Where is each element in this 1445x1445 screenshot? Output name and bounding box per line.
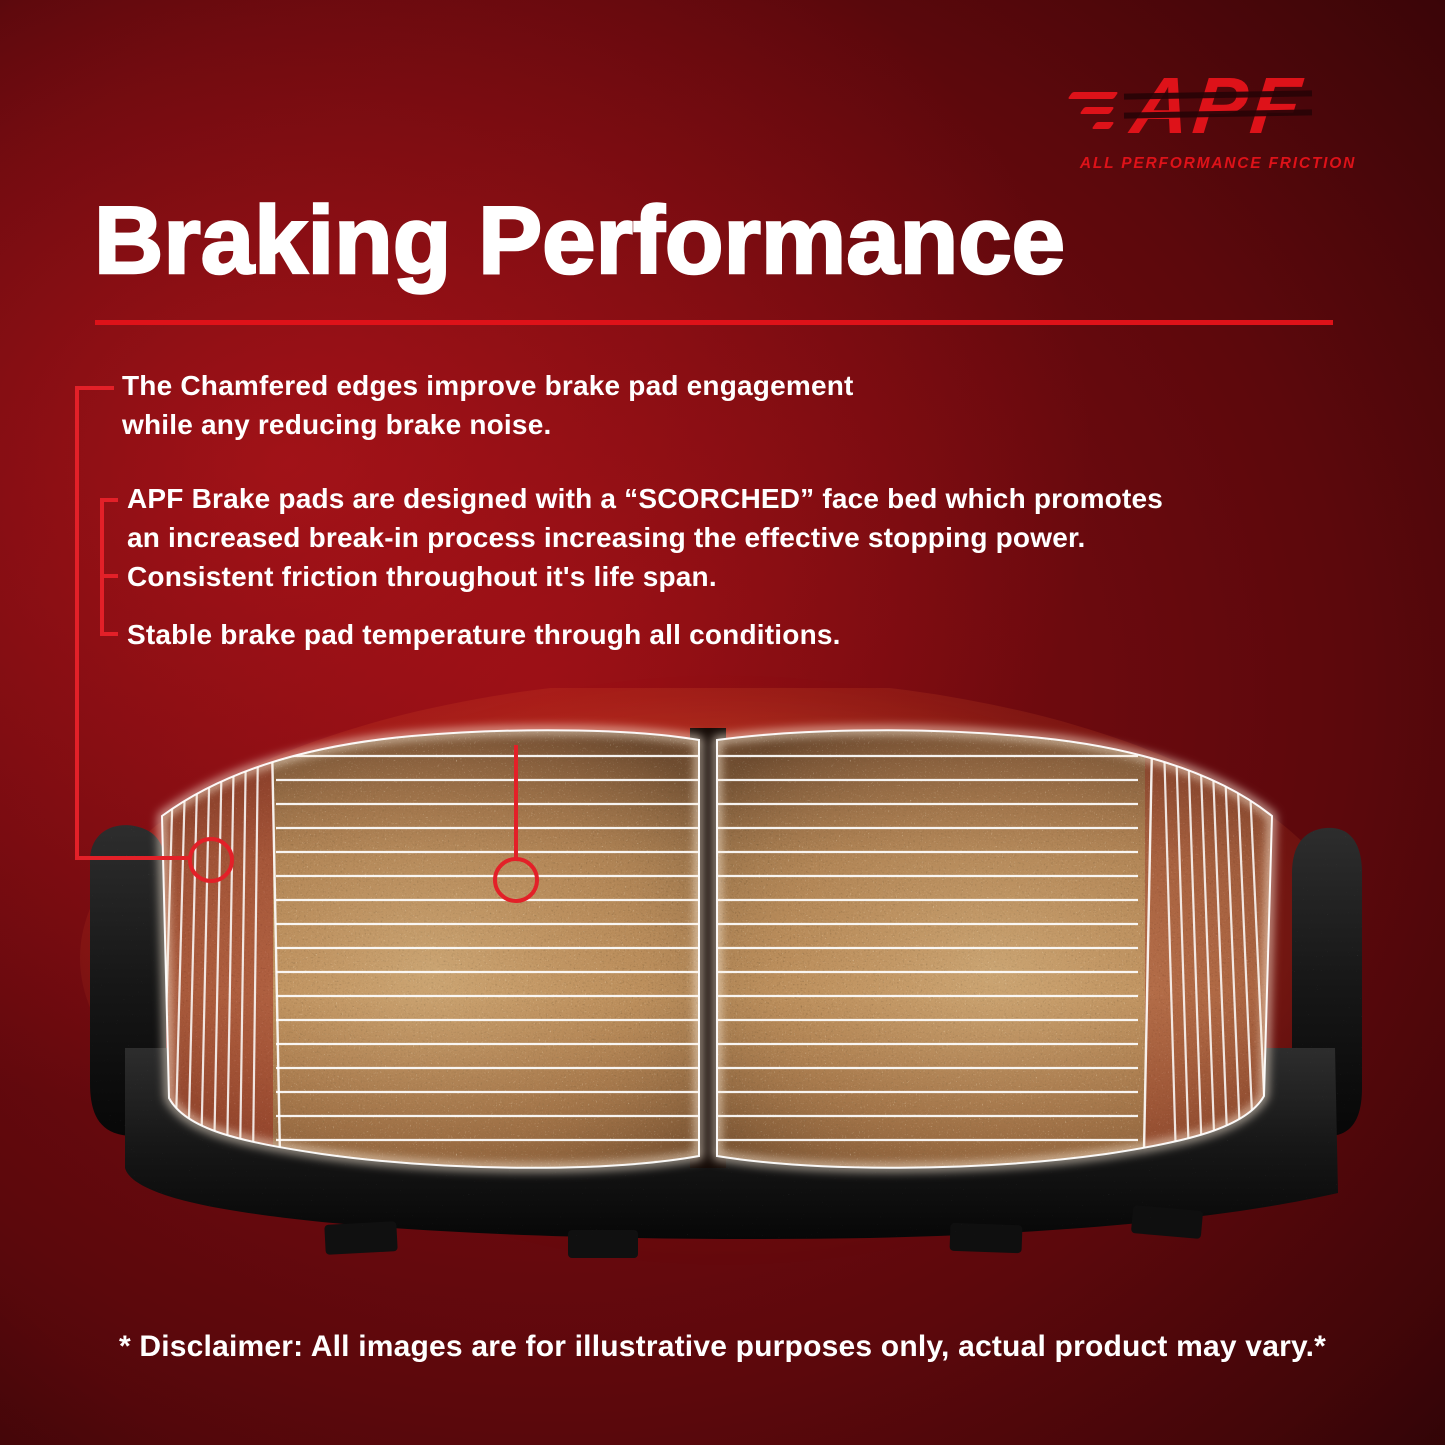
bullet-scorched-face-bed: APF Brake pads are designed with a “SCOR… <box>127 483 1164 554</box>
brake-pad-svg <box>80 688 1362 1258</box>
speed-lines-icon <box>1067 92 1119 129</box>
bullet-chamfered-edges: The Chamfered edges improve brake pad en… <box>122 370 854 441</box>
apf-logo-text: APF <box>1127 61 1309 150</box>
logo-tagline: ALL PERFORMANCE FRICTION <box>1079 155 1357 172</box>
page-title: Braking Performance <box>93 186 1067 296</box>
disclaimer-text: * Disclaimer: All images are for illustr… <box>118 1330 1327 1363</box>
brake-pad-figure <box>70 688 1375 1268</box>
bullet-consistent-friction: Consistent friction throughout it's life… <box>127 561 717 592</box>
title-underline <box>95 320 1333 325</box>
apf-logo: APF ALL PERFORMANCE FRICTION <box>1063 61 1373 173</box>
bullet-stable-temperature: Stable brake pad temperature through all… <box>127 619 841 650</box>
apf-logo-mark: APF <box>1067 61 1313 150</box>
features-bracket-line <box>100 498 118 636</box>
